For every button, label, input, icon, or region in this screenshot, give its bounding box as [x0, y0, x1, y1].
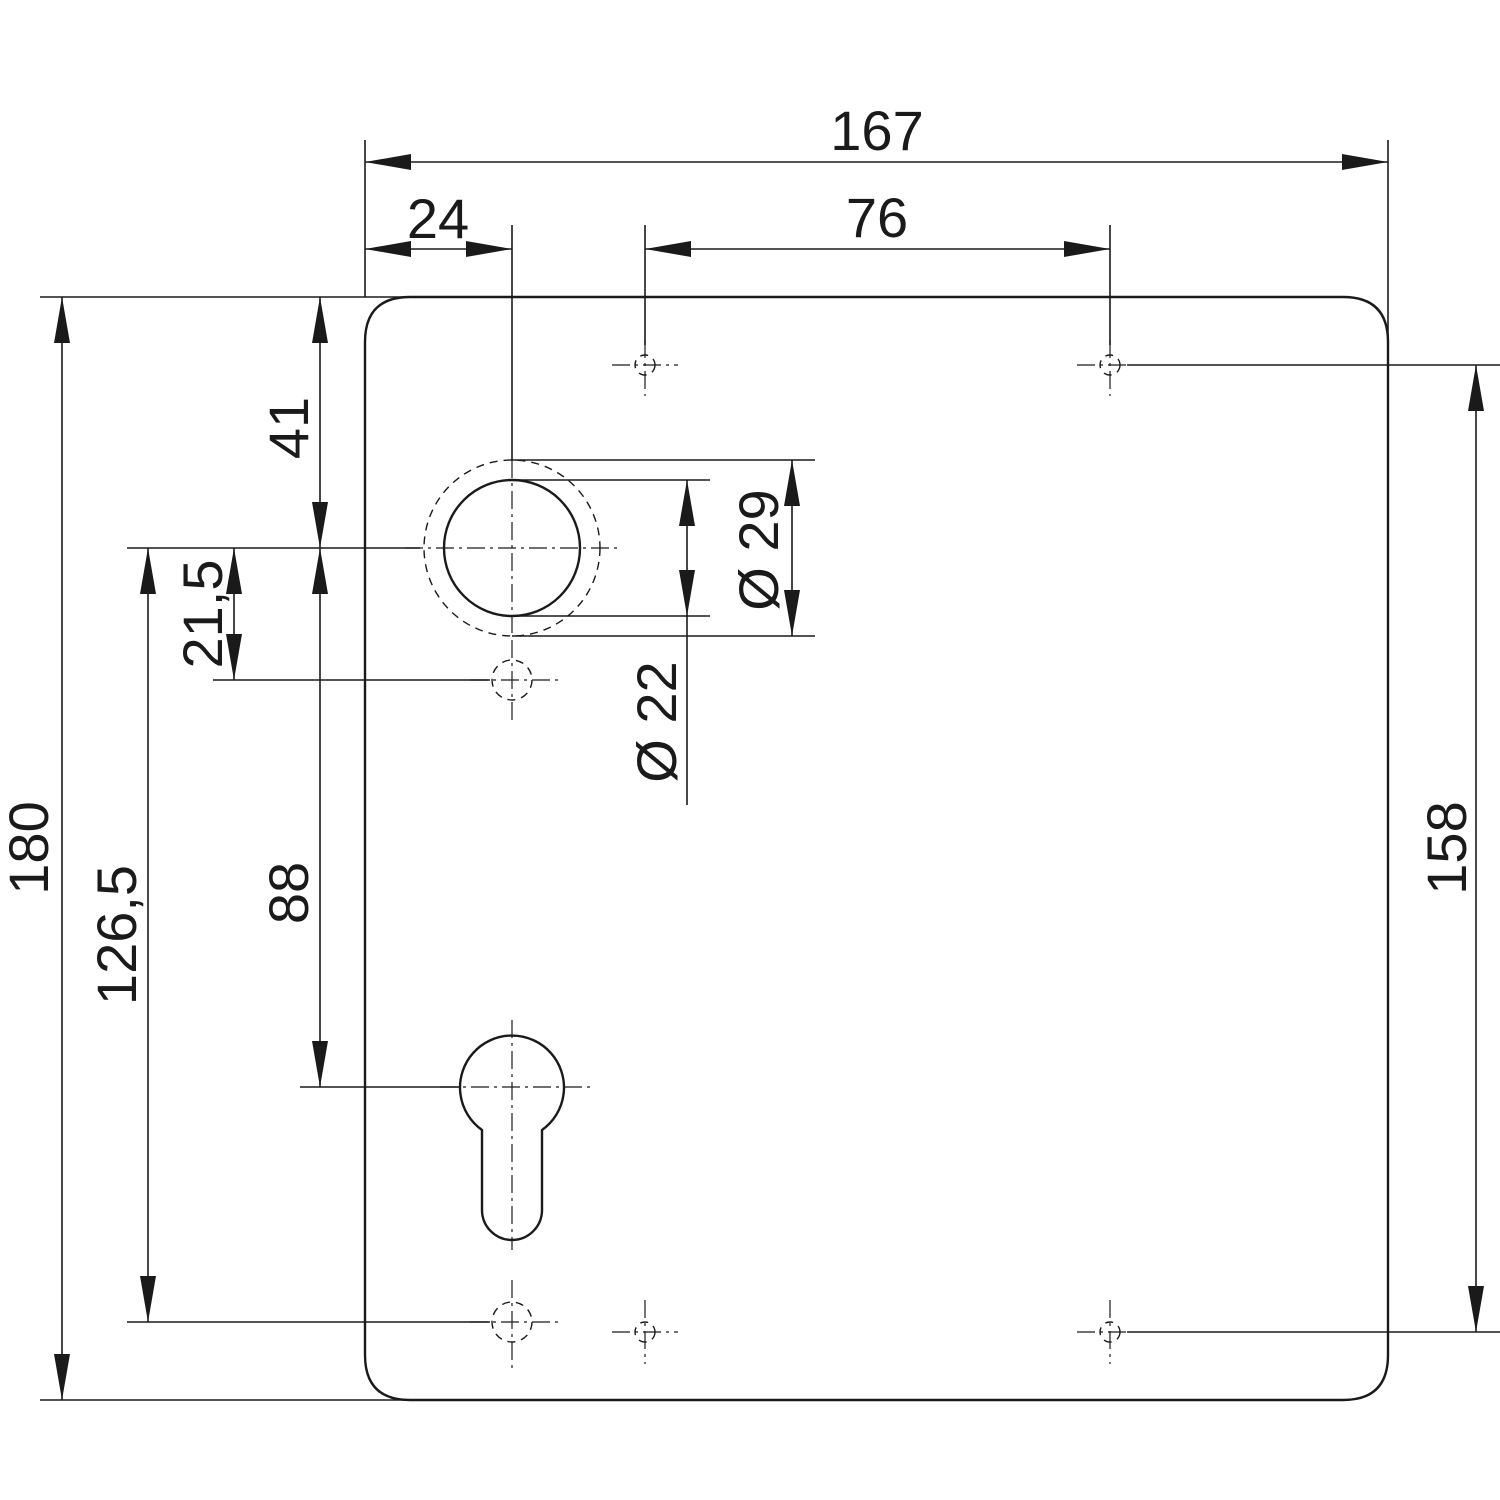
dim-overall-width: 167	[830, 99, 923, 162]
dim-hole-spacing-vertical: 158	[1415, 801, 1478, 894]
dim-handle-to-cylinder: 88	[257, 862, 320, 924]
screw-hole-bottom-left	[612, 1300, 678, 1364]
dim-handle-offset: 24	[407, 187, 469, 250]
dim-inner-diameter: Ø 22	[625, 661, 688, 782]
extension-lines	[40, 140, 1500, 1401]
handle-hole	[405, 459, 620, 637]
dim-pin-below-handle: 21,5	[171, 560, 234, 669]
dim-handle-from-top: 41	[257, 397, 320, 459]
plate-outline	[363, 295, 1390, 1402]
cylinder-keyhole	[440, 1020, 590, 1250]
pin-hole-lower	[470, 1280, 558, 1368]
screw-hole-top-left	[612, 340, 678, 396]
dim-handle-to-bottom-pin: 126,5	[85, 865, 148, 1005]
pin-hole-upper	[470, 640, 558, 725]
dim-hole-spacing-horizontal: 76	[846, 186, 908, 249]
dim-overall-height: 180	[0, 801, 60, 894]
screw-hole-bottom-right	[1077, 1300, 1127, 1364]
screw-hole-top-right	[1077, 340, 1127, 396]
arrowheads	[54, 154, 1484, 1400]
dim-outer-diameter: Ø 29	[727, 489, 790, 610]
dimension-lines	[61, 161, 1477, 1400]
